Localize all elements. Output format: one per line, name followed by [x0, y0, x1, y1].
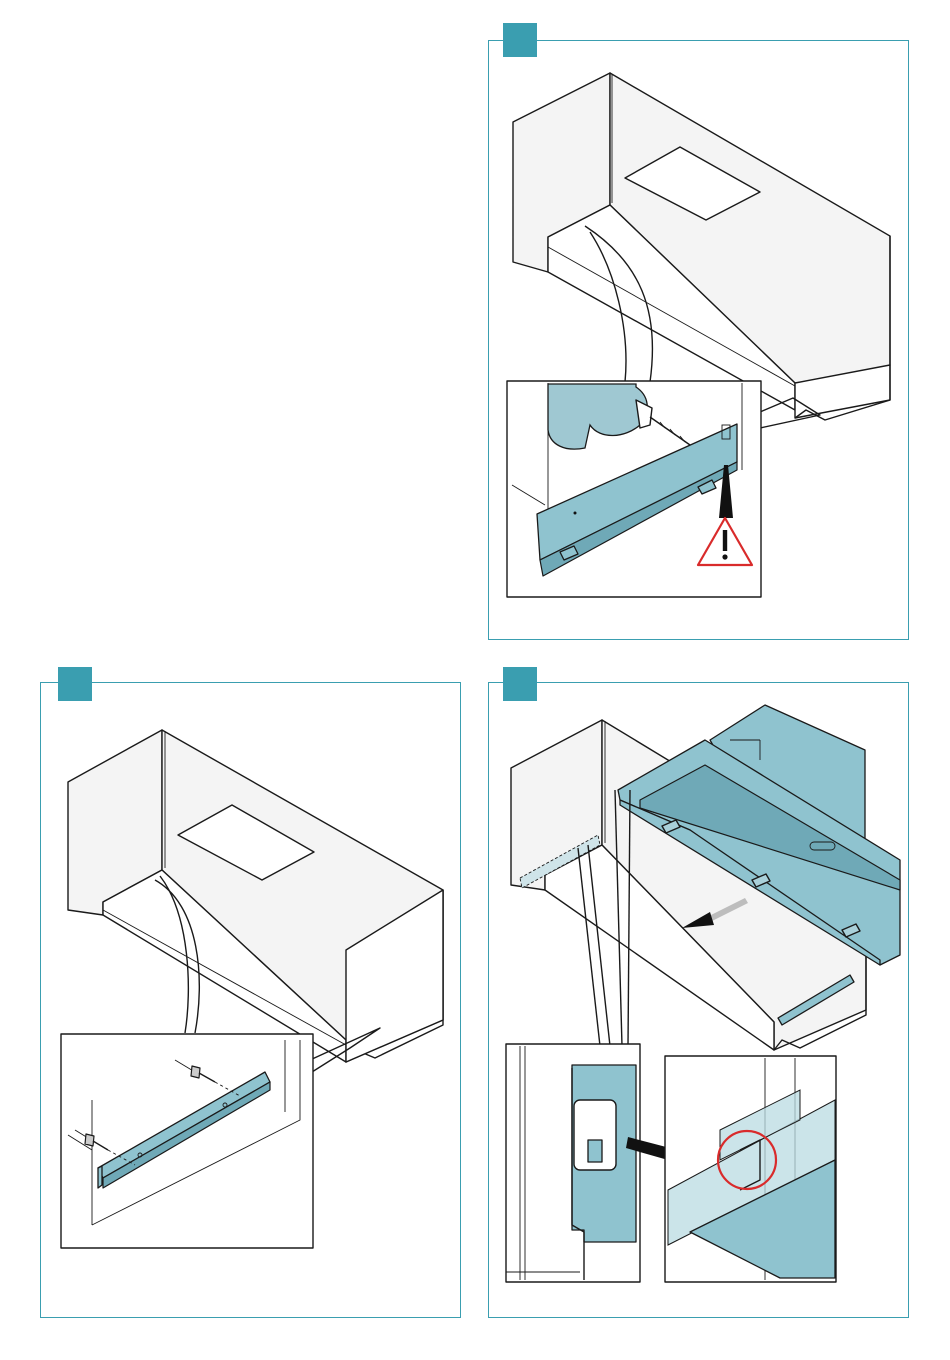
- slide-detail-inset-right: [665, 1056, 836, 1282]
- slide-detail-inset-left: [506, 1044, 640, 1282]
